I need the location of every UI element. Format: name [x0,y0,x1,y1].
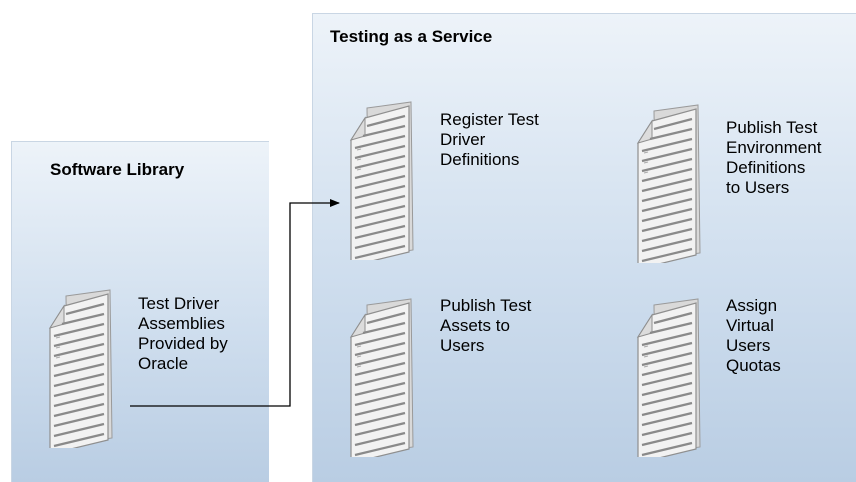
item-label-publish-test-assets: Publish Test Assets to Users [440,296,532,355]
item-label-test-driver-assemblies: Test Driver Assemblies Provided by Oracl… [138,294,228,373]
item-label-register-test-driver: Register Test Driver Definitions [440,110,539,169]
item-label-publish-test-environment: Publish Test Environment Definitions to … [726,118,822,197]
software-library-title: Software Library [50,160,185,179]
item-label-assign-virtual-users: Assign Virtual Users Quotas [726,296,781,375]
testing-as-a-service-title: Testing as a Service [330,27,493,46]
